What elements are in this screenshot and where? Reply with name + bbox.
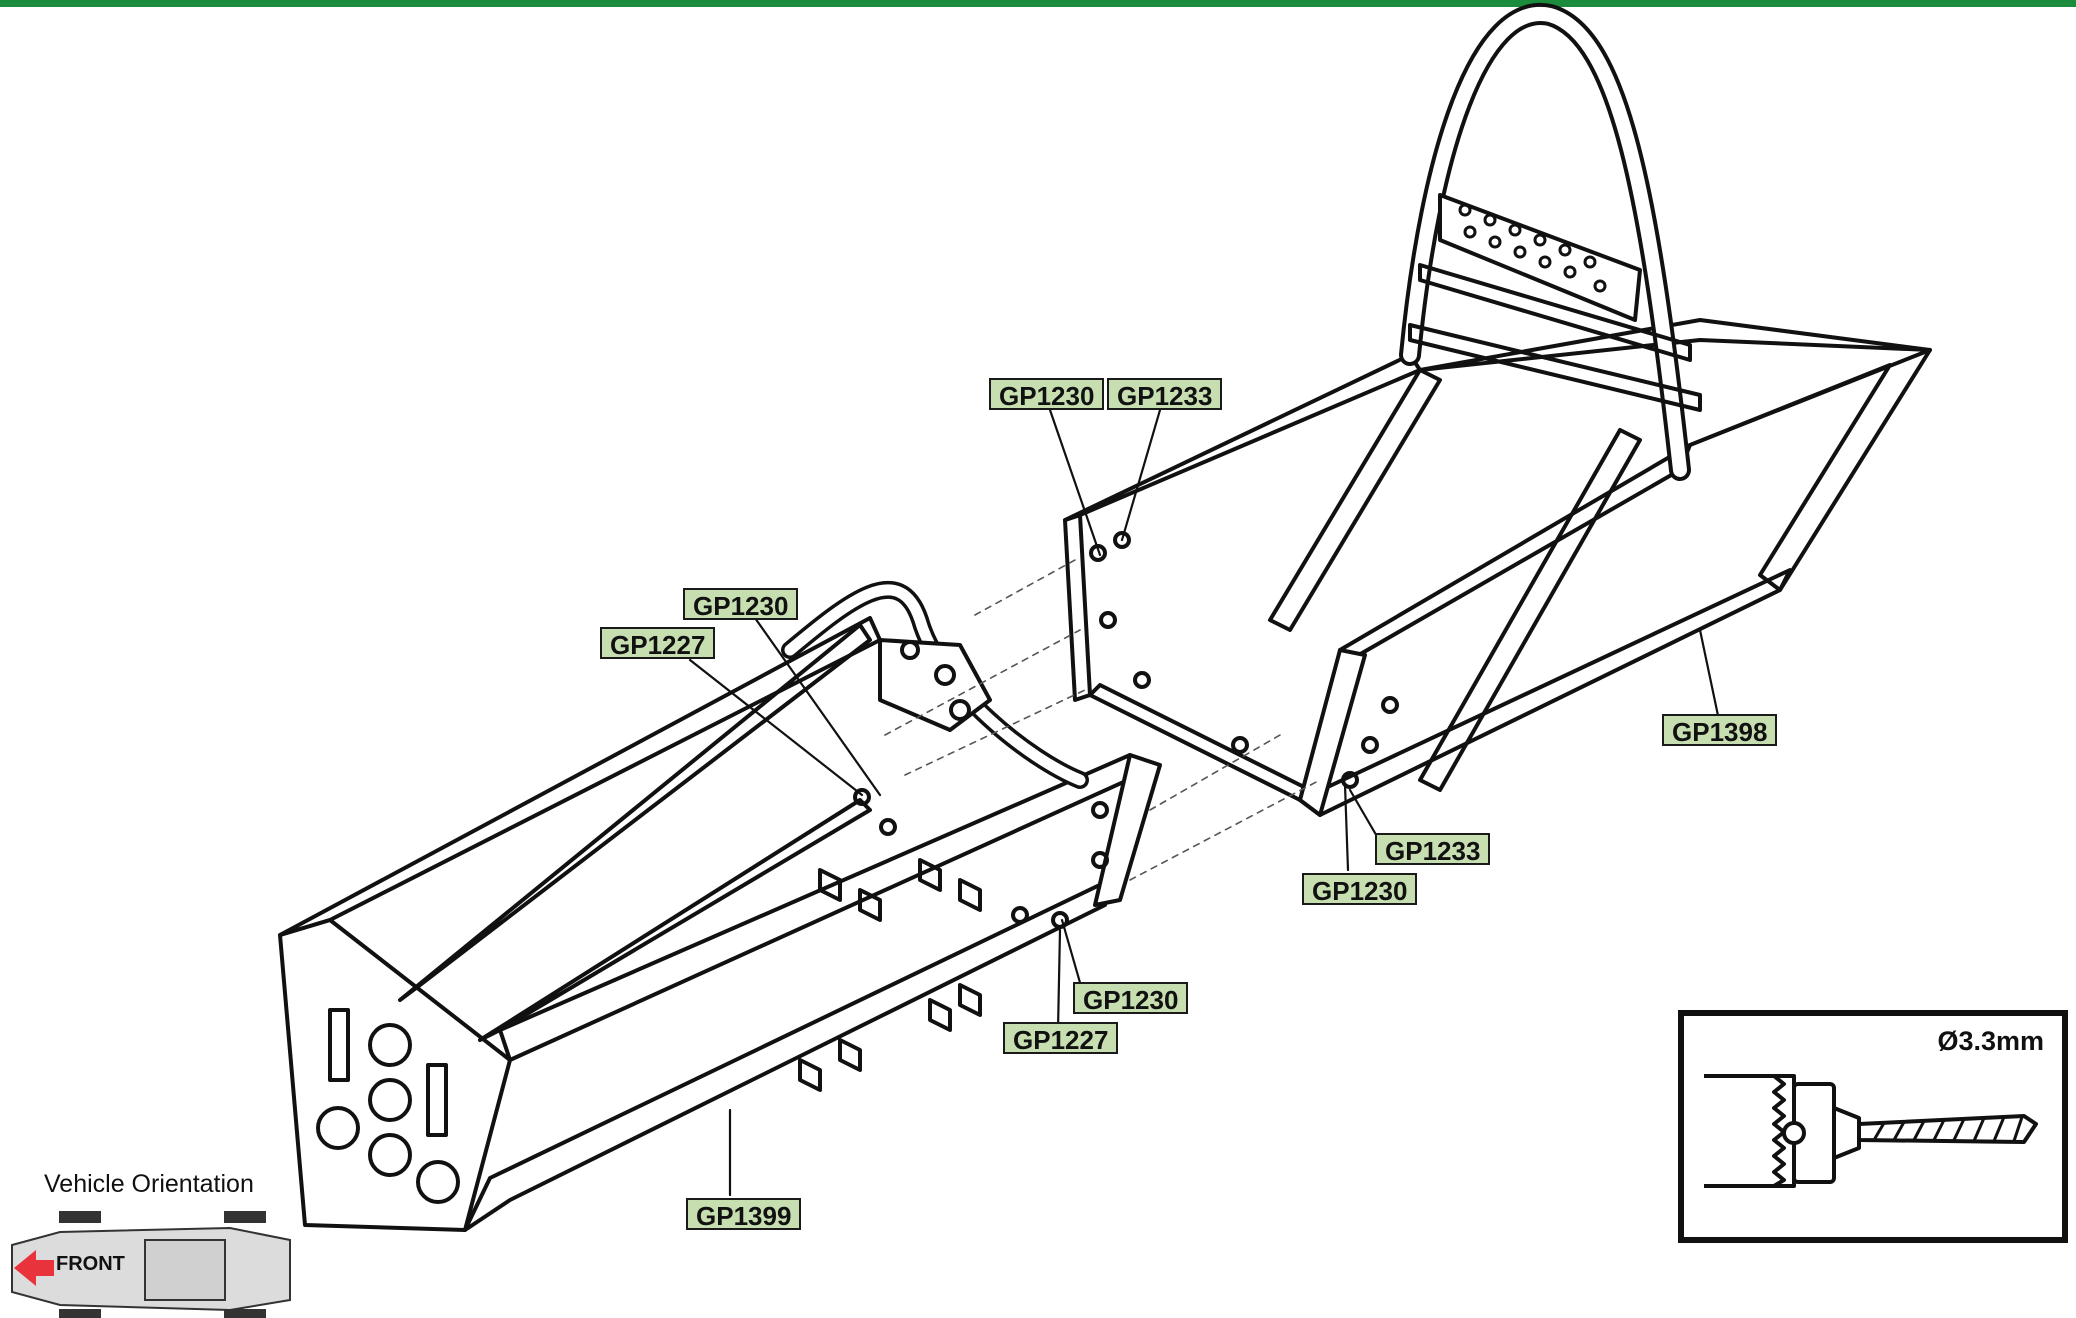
label-rear-right: GP1398 <box>1662 714 1778 747</box>
vehicle-orientation-graphic <box>11 1211 291 1318</box>
label-rear-top-b: GP1233 <box>1107 378 1223 411</box>
orientation-title: Vehicle Orientation <box>44 1170 254 1198</box>
label-front-right-upper: GP1230 <box>1073 982 1189 1015</box>
label-front-bottom: GP1399 <box>686 1198 802 1231</box>
front-chassis-frame <box>278 581 1162 1232</box>
label-front-right-lower: GP1227 <box>1003 1022 1119 1055</box>
label-front-left-upper: GP1230 <box>683 588 799 621</box>
label-rear-bottom-b: GP1230 <box>1302 873 1418 906</box>
label-rear-bottom-a: GP1233 <box>1375 833 1491 866</box>
top-accent-bar <box>0 0 2076 7</box>
rear-chassis-frame <box>1063 3 1932 817</box>
orientation-front-label: FRONT <box>56 1253 125 1275</box>
drill-size-inset: Ø3.3mm <box>1678 1010 2068 1243</box>
drill-size-text: Ø3.3mm <box>1937 1026 2044 1056</box>
label-front-left-lower: GP1227 <box>600 627 716 660</box>
drill-bit-icon <box>1704 1074 2038 1188</box>
label-rear-top-a: GP1230 <box>989 378 1105 411</box>
